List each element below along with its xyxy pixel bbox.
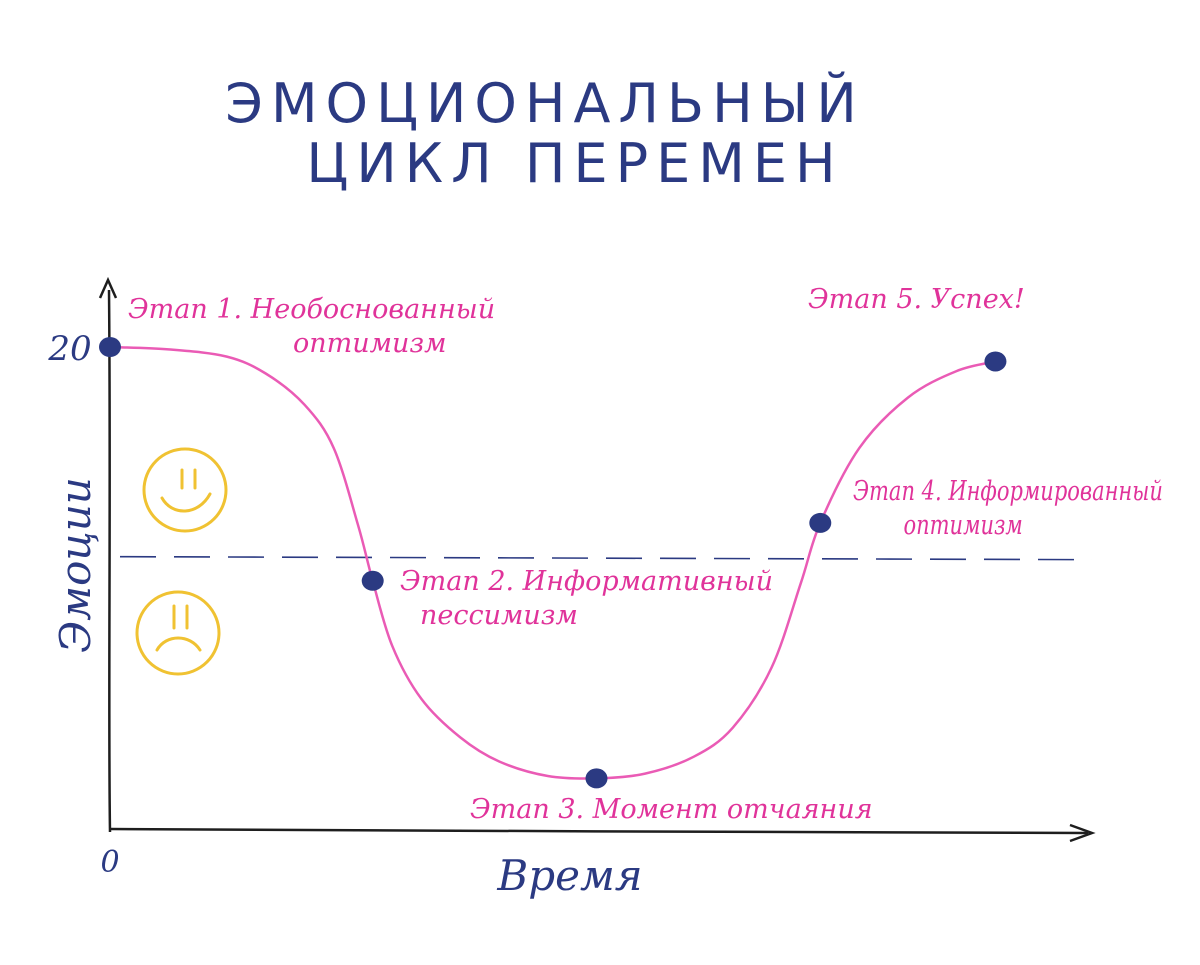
stage-4-point — [809, 512, 832, 533]
emotion-curve-line — [109, 345, 996, 780]
y-tick-label: 20 — [47, 329, 91, 369]
happy-face-icon — [142, 447, 228, 533]
chart-title-line-2: ЦИКЛ ПЕРЕМЕН — [306, 132, 843, 195]
x-axis-arrow-icon — [1069, 823, 1096, 843]
y-axis-arrow-icon — [98, 276, 118, 299]
stage-5-label: Этап 5. Успех! — [808, 284, 1025, 315]
stage-1-point — [99, 337, 121, 357]
x-tick-label: 0 — [100, 845, 119, 880]
axes — [98, 276, 1096, 843]
neutral-dashed-line — [119, 555, 1093, 561]
stage-points — [99, 337, 1007, 789]
x-axis-line — [109, 827, 1089, 835]
stage-2-point — [361, 570, 384, 591]
chart-title-line-1: ЭМОЦИОНАЛЬНЫЙ — [225, 72, 864, 135]
sad-face-icon — [135, 590, 221, 676]
y-axis-line — [107, 289, 112, 833]
stage-3-point — [585, 768, 608, 789]
y-axis-label: Эмоции — [51, 477, 100, 653]
stage-3-label: Этап 3. Момент отчаяния — [470, 794, 873, 825]
stage-5-point — [984, 351, 1007, 372]
x-axis-label: Время — [496, 851, 642, 900]
